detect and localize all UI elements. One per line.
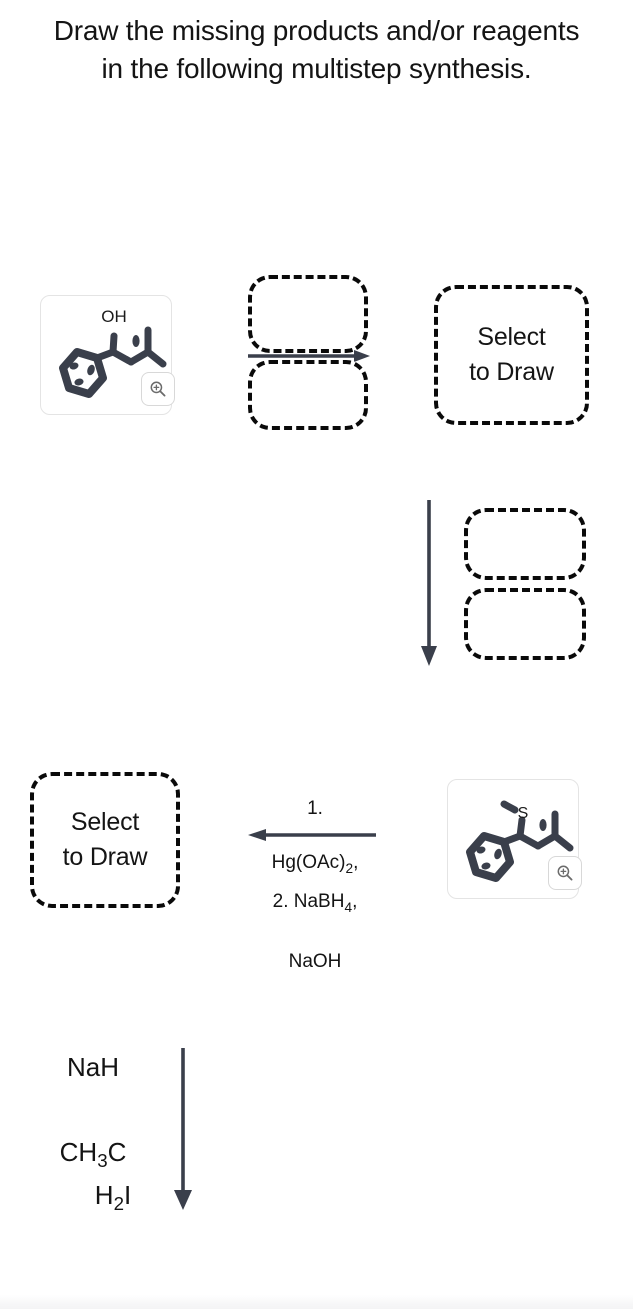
product-select-to-draw-step1-label: Select to Draw	[469, 323, 554, 386]
reaction-arrow-down-step4	[172, 1048, 194, 1210]
reagent-step3-line2: Hg(OAc)2,	[271, 852, 359, 876]
molecule-structure-alcohol: OH	[59, 307, 167, 398]
reagent-placeholder-step1-bottom[interactable]	[248, 360, 368, 430]
reagent-text-step3-below: 2. NaBH4, NaOH	[235, 861, 395, 1002]
reagent-text-step3-above: 1. Hg(OAc)2,	[235, 768, 395, 909]
magnifier-plus-icon[interactable]	[548, 856, 582, 890]
product-select-to-draw-step1[interactable]: Select to Draw	[434, 285, 589, 425]
oh-label: OH	[101, 307, 127, 326]
reagent-placeholder-step2-bottom[interactable]	[464, 588, 586, 660]
page-bottom-edge	[0, 1295, 633, 1309]
reagent-placeholder-step2-top[interactable]	[464, 508, 586, 580]
bond-stub	[539, 819, 547, 831]
reagent-text-step4-line3: H2I	[94, 1180, 132, 1215]
reagent-step3-line3: 2. NaBH4,	[272, 891, 358, 915]
reagent-text-step4-line1: NaH	[66, 1052, 119, 1082]
aromatic-marks	[476, 846, 502, 870]
reagent-step3-line4: NaOH	[288, 950, 342, 972]
reagent-placeholder-step1-top[interactable]	[248, 275, 368, 353]
aromatic-marks	[69, 362, 95, 386]
page-title: Draw the missing products and/or reagent…	[53, 15, 580, 84]
molecule-structure-thioether: S	[466, 800, 574, 882]
bond-stub	[132, 335, 140, 347]
product-select-to-draw-step3[interactable]: Select to Draw	[30, 772, 180, 908]
reaction-arrow-down-step2	[419, 500, 439, 666]
s-label: S	[518, 805, 529, 822]
magnifier-plus-icon[interactable]	[141, 372, 175, 406]
reaction-arrow-right-step1	[248, 348, 370, 364]
reagent-step3-line1: 1.	[307, 798, 323, 819]
reagent-text-step4-line2: CH3C	[59, 1137, 127, 1172]
reactant-molecule-card-1[interactable]: OH	[40, 295, 175, 415]
reactant-molecule-card-2[interactable]: S	[447, 779, 582, 899]
reaction-arrow-left-step3	[248, 827, 376, 843]
product-select-to-draw-step3-label: Select to Draw	[62, 808, 148, 871]
